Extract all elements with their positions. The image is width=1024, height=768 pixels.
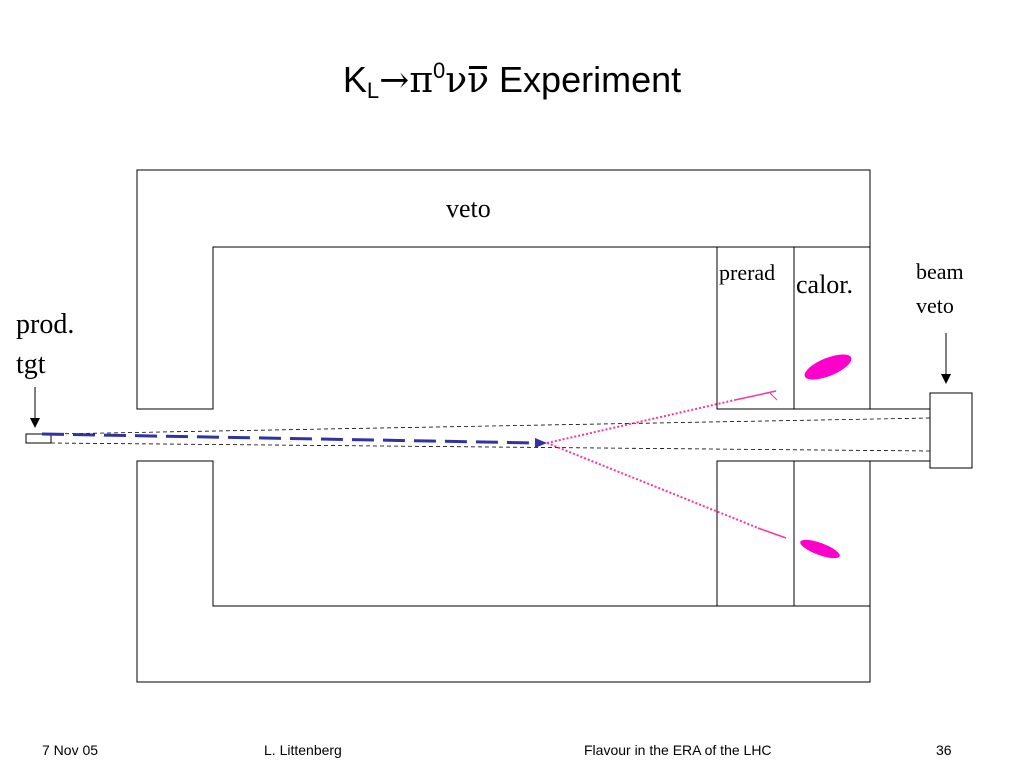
production-target	[25, 433, 52, 444]
footer-author: L. Littenberg	[264, 742, 342, 758]
photon-track-upper-solid	[734, 390, 777, 401]
beam-veto-pointer-arrowhead	[941, 374, 951, 384]
prerad-label: prerad	[719, 260, 775, 285]
title-k: K	[342, 59, 367, 100]
prerad-lower-box	[716, 460, 795, 607]
prod-tgt-label-line1: prod.	[16, 309, 74, 340]
photon-track-lower-solid	[757, 527, 787, 539]
beam-envelope-top	[50, 417, 931, 435]
title-pi: π	[409, 60, 433, 101]
kaon-track-arrowhead	[535, 438, 547, 448]
footer-event: Flavour in the ERA of the LHC	[584, 742, 772, 758]
title-arrow: →	[379, 60, 410, 101]
kaon-track	[41, 432, 539, 445]
lower-veto-block	[136, 460, 871, 683]
beam-veto-label-line2: veto	[916, 293, 954, 318]
calor-lower-box	[793, 460, 871, 607]
photon-track-upper	[546, 399, 736, 444]
shower-lower	[800, 539, 840, 559]
title-antinu: ν	[467, 60, 490, 101]
beam-veto-label-line1: beam	[916, 259, 964, 284]
veto-label: veto	[446, 194, 491, 223]
footer-page-number: 36	[936, 742, 952, 758]
title-k-subscript: L	[366, 78, 380, 103]
upper-veto-block	[136, 169, 871, 410]
footer-date: 7 Nov 05	[42, 742, 99, 758]
calor-label: calor.	[796, 270, 853, 299]
beam-veto-box	[929, 392, 973, 469]
title-nu: ν	[445, 60, 468, 101]
prod-tgt-label-line2: tgt	[16, 349, 46, 380]
photon-track-lower	[546, 442, 759, 529]
title-pi-superscript: 0	[433, 58, 446, 83]
photon-track-upper-tick	[769, 392, 778, 401]
shower-upper	[804, 354, 852, 380]
beam-envelope-bottom	[50, 442, 931, 452]
title-experiment: Experiment	[489, 59, 682, 100]
prod-tgt-pointer-arrowhead	[30, 418, 40, 428]
slide-title: KL→π0νν Experiment	[0, 58, 1024, 104]
